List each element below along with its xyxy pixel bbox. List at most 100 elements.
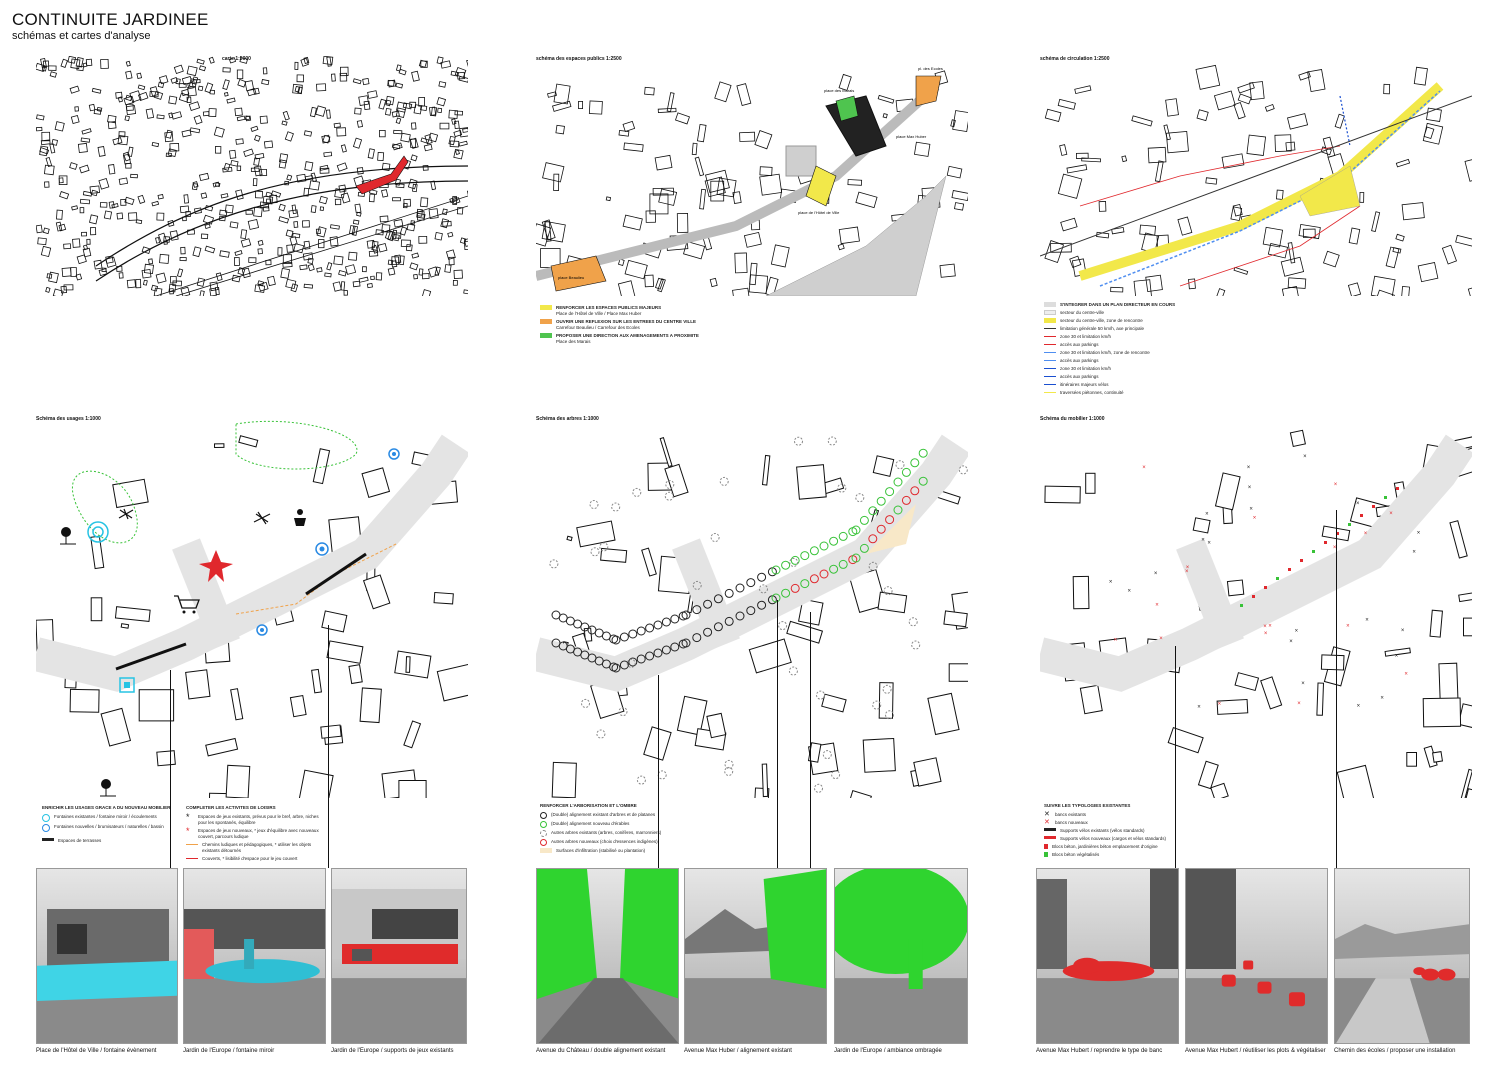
building-outline [1079, 684, 1103, 715]
building-outline [252, 178, 258, 187]
tree-symbol [692, 605, 702, 615]
building-outline [463, 289, 468, 295]
building-outline [862, 737, 896, 773]
building-outline [215, 272, 223, 282]
building-outline [450, 70, 459, 77]
building-outline [196, 277, 206, 287]
concrete-block [1300, 559, 1303, 562]
building-outline [623, 142, 644, 152]
building-outline [1262, 226, 1284, 248]
building-outline [1264, 103, 1275, 112]
tree-symbol [636, 626, 646, 636]
building-outline [299, 264, 308, 271]
bench-symbol: × [1159, 636, 1163, 642]
building-outline [153, 90, 164, 100]
building-outline [952, 110, 968, 132]
building-outline [36, 114, 45, 121]
building-outline [1395, 158, 1411, 168]
building-outline [318, 195, 328, 205]
building-outline [411, 252, 420, 259]
building-outline [257, 239, 264, 246]
building-outline [281, 120, 288, 126]
building-outline [186, 65, 198, 77]
tree-symbol [724, 759, 734, 769]
building-outline [356, 120, 364, 128]
building-outline [117, 96, 124, 103]
building-outline [172, 280, 182, 287]
building-outline [259, 168, 268, 177]
photo-2 [183, 868, 326, 1044]
building-outline [459, 237, 467, 245]
building-outline [437, 107, 443, 114]
building-outline [877, 94, 895, 104]
building-outline [428, 208, 439, 219]
building-outline [319, 206, 325, 211]
building-outline [143, 263, 154, 275]
concrete-block [1276, 577, 1279, 580]
concrete-block [1240, 604, 1243, 607]
photo-caption: Jardin de l'Europe / ambiance ombragée [834, 1048, 942, 1054]
tree-symbol [816, 690, 825, 700]
building-outline [259, 115, 268, 124]
bench-symbol: × [1207, 541, 1211, 547]
building-outline [454, 110, 464, 116]
building-outline [409, 262, 419, 271]
building-outline [326, 56, 332, 67]
tree-symbol [664, 491, 674, 501]
building-outline [171, 111, 183, 120]
building-outline [239, 57, 248, 64]
building-outline [387, 79, 395, 87]
building-outline [1233, 266, 1249, 275]
building-outline [213, 126, 225, 138]
building-outline [254, 152, 265, 160]
tree-symbol [885, 487, 895, 497]
building-outline [115, 91, 123, 99]
tree-symbol [831, 770, 841, 780]
shopping-cart-icon [174, 595, 200, 614]
bench-symbol: × [1356, 501, 1360, 507]
building-outline [1059, 144, 1068, 156]
building-outline [352, 280, 361, 288]
building-outline [1458, 589, 1472, 603]
building-outline [1274, 134, 1292, 153]
building-outline [424, 134, 433, 145]
building-outline [1221, 153, 1245, 169]
building-outline [246, 87, 257, 97]
building-outline [394, 650, 432, 679]
photo-caption: Chemin des écoles / proposer une install… [1334, 1048, 1456, 1054]
building-outline [329, 236, 339, 247]
building-outline [622, 214, 643, 231]
tree-symbol [819, 541, 829, 551]
building-outline [412, 183, 418, 193]
building-outline [199, 290, 205, 296]
building-outline [41, 131, 51, 142]
building-outline [761, 454, 771, 486]
building-outline [226, 97, 236, 104]
bench-symbol: × [1404, 672, 1408, 678]
building-outline [89, 185, 100, 194]
building-outline [436, 97, 447, 107]
building-outline [128, 212, 138, 221]
map-overview-panel: carte 1:5000 [36, 56, 468, 296]
building-outline [1205, 177, 1218, 185]
building-outline [285, 229, 294, 238]
building-outline [377, 243, 388, 253]
building-outline [1401, 202, 1425, 221]
fountain-square-icon [119, 677, 135, 693]
building-outline [255, 190, 263, 199]
tree-symbol [611, 663, 621, 673]
building-outline [1289, 429, 1306, 448]
tree-symbol [661, 617, 671, 627]
leader-line [1175, 646, 1176, 868]
building-outline [253, 206, 263, 218]
building-outline [699, 188, 706, 210]
building-outline [368, 250, 379, 257]
building-outline [448, 109, 458, 119]
building-outline [289, 694, 307, 718]
building-outline [39, 147, 50, 155]
map-furniture-panel: Schéma du mobilier 1:1000 ××××××××××××××… [1040, 414, 1472, 798]
building-outline [303, 130, 313, 137]
building-outline [393, 219, 404, 228]
building-outline [179, 205, 190, 214]
map-public-spaces-label: schéma des espaces publics 1:2500 [536, 56, 622, 62]
